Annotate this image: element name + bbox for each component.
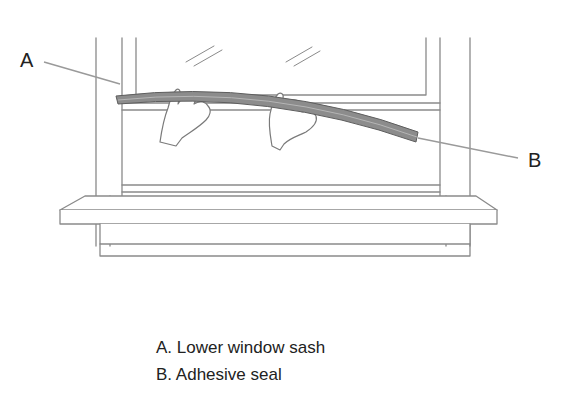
apron <box>100 224 470 244</box>
glass-glare <box>186 46 320 66</box>
callout-letter: B <box>528 149 541 172</box>
apron-lower <box>100 244 470 256</box>
upper-glass <box>136 38 426 95</box>
adhesive-seal <box>116 92 418 143</box>
legend-entry: A. Lower window sash <box>156 338 325 358</box>
sill-front <box>60 210 497 224</box>
legend-entry: B. Adhesive seal <box>156 365 282 385</box>
leader-line <box>418 138 518 158</box>
callout-letter: A <box>20 49 33 72</box>
seal-highlight <box>118 96 417 137</box>
leader-line <box>44 62 120 84</box>
sill-top <box>60 196 497 210</box>
